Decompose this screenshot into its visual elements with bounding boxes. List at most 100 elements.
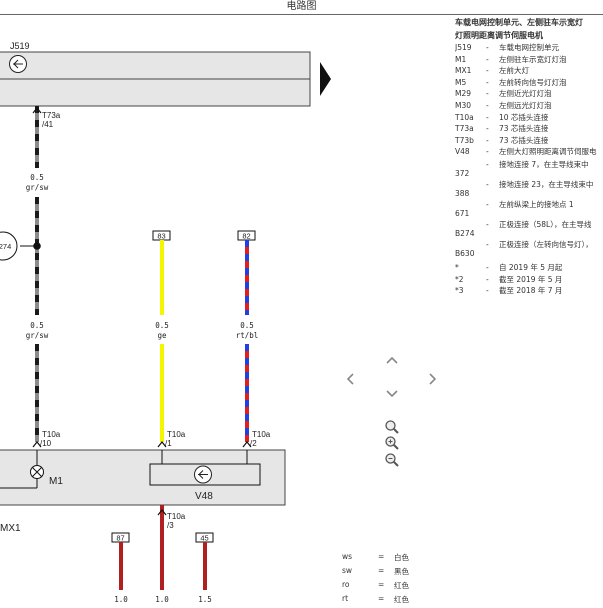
mx1-label: MX1 [0, 523, 21, 534]
t10a-pin-2: /1 [165, 439, 172, 448]
legend-code: * [455, 262, 459, 272]
legend-row: B274 -正极连接（58L），在主导线 [455, 220, 603, 240]
continuation-arrow-icon[interactable] [320, 62, 331, 96]
j519-label: J519 [10, 41, 30, 51]
wire-b-color: ge [157, 331, 167, 340]
legend-desc: 10 芯插头连接 [499, 112, 549, 122]
legend-row: 372-接地连接 7，在主导线束中 [455, 160, 603, 180]
legend-header-line-1: 车载电网控制单元、左侧驻车示宽灯 [455, 18, 583, 27]
color-code-name: 红色 [394, 581, 409, 590]
b274-label: 274 [0, 242, 11, 251]
t10a-pin-3: /2 [250, 439, 257, 448]
legend-dash: - [486, 199, 489, 209]
legend-code: T73a [455, 124, 474, 134]
color-code-eq: = [378, 566, 385, 575]
legend-code: *3 [455, 286, 464, 296]
legend-row: M29 -左侧近光灯灯泡 [455, 88, 603, 100]
t10a-label-2: T10a [167, 430, 186, 439]
component-legend: 车载电网控制单元、左侧驻车示宽灯 灯照明距离调节伺服电机 J519-车载电网控制… [455, 17, 603, 297]
legend-dash: - [486, 274, 489, 284]
terminal-87-label: 87 [116, 534, 124, 543]
legend-row: MX1-左前大灯 [455, 65, 603, 77]
legend-desc: 截至 2018 年 7 月 [499, 286, 563, 296]
t10a-label-3: T10a [252, 430, 271, 439]
legend-header-line-2: 灯照明距离调节伺服电机 [455, 30, 543, 40]
legend-desc: 自 2019 年 5 月起 [499, 262, 563, 272]
wire-a-color-top: gr/sw [26, 183, 49, 192]
legend-desc: 正极连接（左转向信号灯）， [499, 239, 593, 249]
wire-c-color: rt/bl [236, 331, 259, 340]
legend-desc: 左前纵梁上的接地点 1 [499, 199, 574, 209]
legend-desc: 接地连接 23，在主导线束中 [499, 179, 594, 189]
t73a-label: T73a [42, 111, 61, 120]
legend-row: B630-正极连接（左转向信号灯）， [455, 240, 603, 260]
wire-a-size-bottom: 0.5 [30, 321, 44, 330]
legend-row: M5-左前转向信号灯灯泡 [455, 77, 603, 89]
legend-row: *3-截至 2018 年 7 月 [455, 285, 603, 297]
legend-code: M1 [455, 54, 467, 64]
color-code-name: 红色 [394, 595, 409, 604]
bulb-icon [30, 465, 44, 479]
legend-dash: - [486, 89, 489, 99]
legend-desc: 左前转向信号灯灯泡 [499, 77, 567, 87]
legend-dash: - [486, 135, 489, 145]
zoom-out-icon[interactable] [384, 452, 400, 471]
wire-c-size: 0.5 [240, 321, 254, 330]
legend-dash: - [486, 179, 489, 189]
terminal-45-label: 45 [200, 534, 208, 543]
legend-dash: - [486, 147, 489, 157]
legend-desc: 左侧大灯照明距离调节伺服电 [499, 147, 597, 157]
t10a-connector-bottom-icon [157, 509, 167, 516]
t73a-pin: /41 [42, 120, 54, 129]
control-unit-icon [9, 55, 27, 73]
color-code-name: 白色 [394, 553, 409, 562]
legend-dash: - [486, 112, 489, 122]
up-chevron-icon[interactable] [385, 355, 399, 368]
legend-desc: 正极连接（58L），在主导线 [499, 219, 592, 229]
legend-dash: - [486, 54, 489, 64]
legend-desc: 车载电网控制单元 [499, 43, 559, 52]
legend-row: 671 -左前纵梁上的接地点 1 [455, 200, 603, 220]
down-chevron-icon[interactable] [385, 389, 399, 402]
wire-a-color-bottom: gr/sw [26, 331, 49, 340]
legend-desc: 73 芯插头连接 [499, 135, 549, 145]
wiring-diagram[interactable]: J519 T73a /41 0.5 gr/sw 274 0.5 gr/sw 83… [0, 15, 455, 605]
legend-desc: 左侧近光灯灯泡 [499, 89, 552, 99]
legend-code: B630 [455, 248, 475, 258]
legend-desc: 左侧远光灯灯泡 [499, 100, 552, 110]
color-code-code: sw [342, 566, 353, 575]
color-code-code: rt [342, 594, 349, 603]
legend-dash: - [486, 77, 489, 87]
legend-code: T73b [455, 135, 474, 145]
t10a-pin-1: /10 [40, 439, 52, 448]
legend-code: 388 [455, 188, 470, 198]
legend-code: M29 [455, 89, 472, 99]
bottom-size-1: 1.0 [114, 595, 128, 604]
legend-code: B274 [455, 228, 475, 238]
b274-connection-circle[interactable] [0, 231, 18, 261]
legend-row: V48-左侧大灯照明距离调节伺服电 [455, 146, 603, 158]
servo-motor-icon [194, 465, 212, 484]
t10a-pin-4: /3 [167, 521, 174, 530]
terminal-83-label: 83 [157, 232, 165, 241]
right-chevron-icon[interactable] [428, 372, 438, 389]
legend-dash: - [486, 66, 489, 76]
legend-code: 671 [455, 208, 470, 218]
v48-label: V48 [195, 491, 213, 502]
legend-row: T10a-10 芯插头连接 [455, 112, 603, 124]
t10a-connector-icon [32, 441, 252, 448]
diagram-navigation [340, 355, 450, 475]
color-code-eq: = [378, 552, 385, 561]
legend-dash: - [486, 219, 489, 229]
legend-row: 388 -接地连接 23，在主导线束中 [455, 180, 603, 200]
legend-code: M30 [455, 100, 472, 110]
zoom-fit-icon[interactable] [384, 419, 400, 438]
color-code-code: ro [342, 580, 350, 589]
left-chevron-icon[interactable] [345, 372, 355, 389]
legend-row: M30-左侧远光灯灯泡 [455, 100, 603, 112]
legend-row: M1-左侧驻车示宽灯灯泡 [455, 54, 603, 66]
color-code-eq: = [378, 594, 385, 603]
zoom-in-icon[interactable] [384, 435, 400, 454]
color-code-name: 黑色 [394, 567, 409, 576]
t10a-label-4: T10a [167, 512, 186, 521]
